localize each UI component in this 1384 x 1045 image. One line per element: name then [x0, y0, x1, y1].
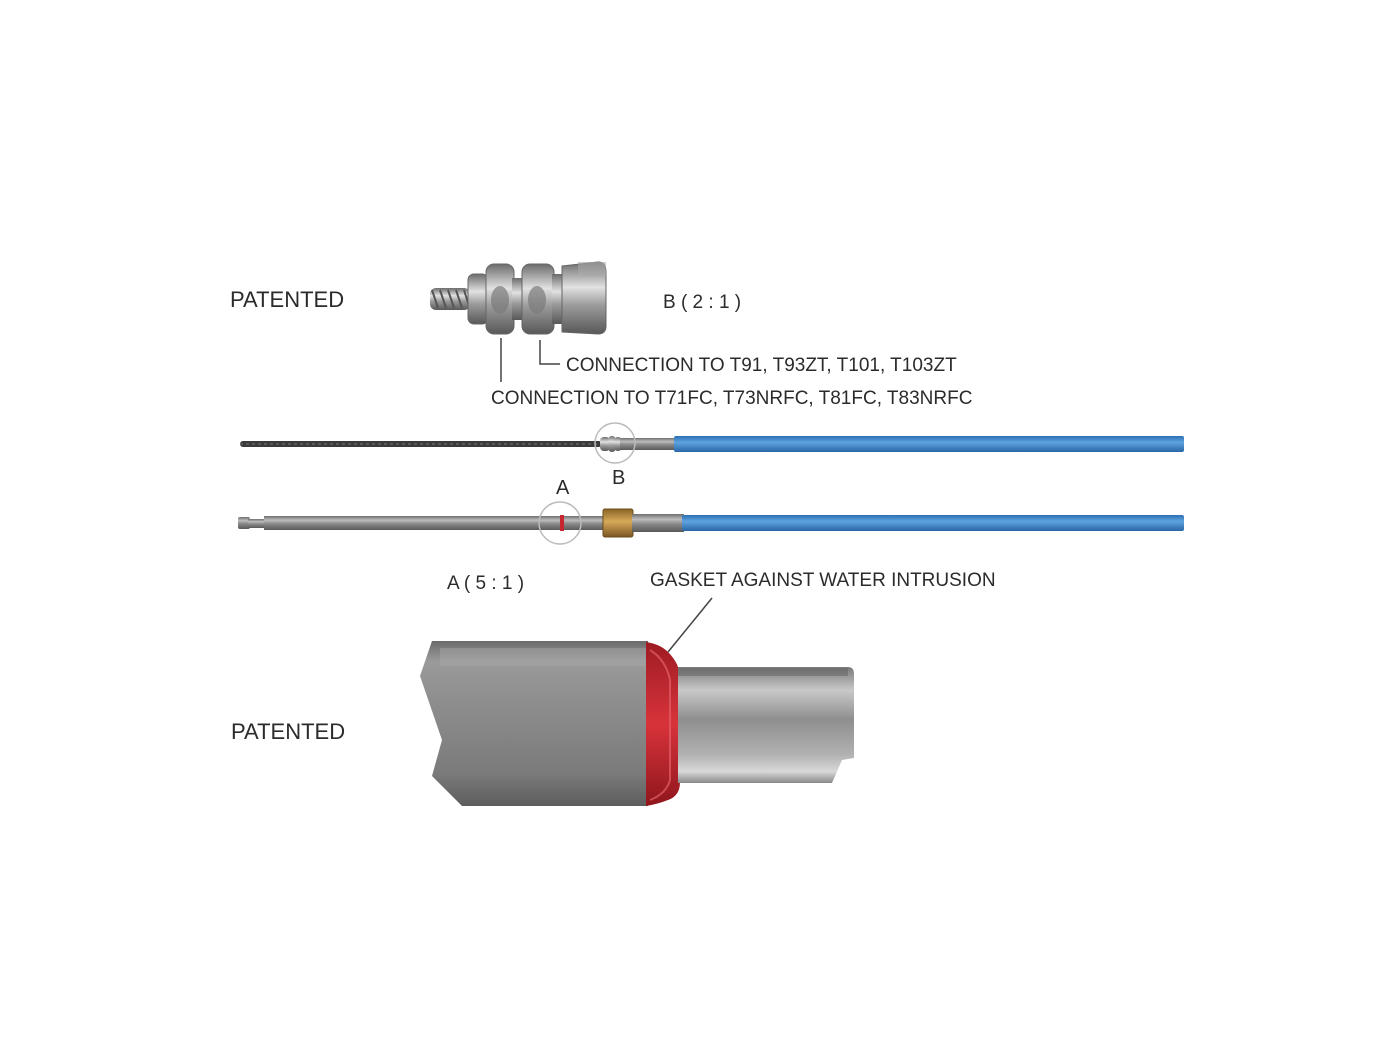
- detail-b-marker-circle: [594, 422, 636, 464]
- cable-upper: [240, 436, 1184, 452]
- connection-label-1: CONNECTION TO T91, T93ZT, T101, T103ZT: [566, 355, 957, 376]
- gasket-detail-a: [420, 641, 854, 806]
- detail-b-marker-letter: B: [612, 467, 625, 489]
- patented-label-bottom: PATENTED: [231, 719, 345, 744]
- gasket-label: GASKET AGAINST WATER INTRUSION: [650, 570, 996, 591]
- gasket-leader: [667, 597, 713, 653]
- patented-label-top: PATENTED: [230, 287, 344, 312]
- cable-lower: [238, 508, 1184, 538]
- detail-a-label: A ( 5 : 1 ): [447, 573, 524, 594]
- connection-label-2: CONNECTION TO T71FC, T73NRFC, T81FC, T83…: [491, 388, 972, 409]
- connection-leader-1: [539, 340, 560, 365]
- detail-b-label: B ( 2 : 1 ): [663, 292, 741, 313]
- end-fitting-detail-b: [430, 261, 607, 335]
- detail-a-marker-circle: [538, 501, 582, 545]
- detail-a-marker-letter: A: [556, 477, 570, 499]
